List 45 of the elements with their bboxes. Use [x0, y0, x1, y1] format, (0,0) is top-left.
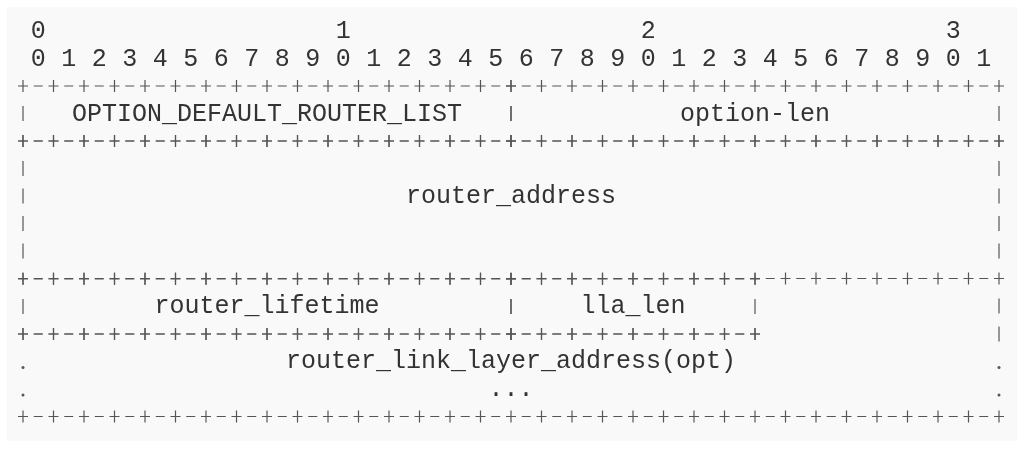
field-name: router_lifetime	[154, 293, 380, 319]
bit-number: 0	[640, 46, 656, 71]
bit-decade-number: 3	[945, 18, 961, 44]
bit-number: 7	[244, 46, 260, 71]
ellipsis-text: ...	[488, 376, 534, 401]
bit-number: 0	[30, 46, 46, 71]
bit-number: 3	[427, 46, 443, 71]
bit-number: 9	[915, 46, 931, 71]
bit-number: 6	[823, 46, 839, 71]
bit-number: 2	[396, 46, 412, 71]
bit-number: 2	[701, 46, 717, 71]
bit-number: 9	[305, 46, 321, 71]
bit-number: 3	[732, 46, 748, 71]
bit-number: 1	[366, 46, 382, 71]
field-name: router_link_layer_address(opt)	[285, 348, 737, 374]
bit-number: 9	[610, 46, 626, 71]
bit-number: 4	[762, 46, 778, 71]
bit-decade-number: 1	[335, 18, 351, 44]
packet-field	[15, 325, 1007, 424]
bit-decade-number: 2	[640, 18, 656, 44]
bit-number: 1	[976, 46, 992, 71]
field-name: lla_len	[580, 293, 686, 319]
bit-number: 4	[152, 46, 168, 71]
bit-number: 1	[671, 46, 687, 71]
bit-decade-number: 0	[30, 18, 46, 44]
bit-number: 6	[213, 46, 229, 71]
bit-number: 2	[91, 46, 107, 71]
bit-number: 7	[549, 46, 565, 71]
bit-number: 8	[579, 46, 595, 71]
field-name: option-len	[680, 101, 830, 126]
bit-number: 1	[61, 46, 77, 71]
bit-number: 5	[183, 46, 199, 71]
bit-number: 0	[945, 46, 961, 71]
bit-number: 0	[335, 46, 351, 71]
bit-number: 6	[518, 46, 534, 71]
field-name: router_address	[406, 183, 616, 209]
bit-number: 8	[884, 46, 900, 71]
bit-number: 4	[457, 46, 473, 71]
bit-number: 3	[122, 46, 138, 71]
field-name: OPTION_DEFAULT_ROUTER_LIST	[71, 101, 463, 126]
packet-field	[15, 133, 1007, 287]
bit-number: 5	[488, 46, 504, 71]
bit-number: 5	[793, 46, 809, 71]
bit-number: 7	[854, 46, 870, 71]
bit-number: 8	[274, 46, 290, 71]
